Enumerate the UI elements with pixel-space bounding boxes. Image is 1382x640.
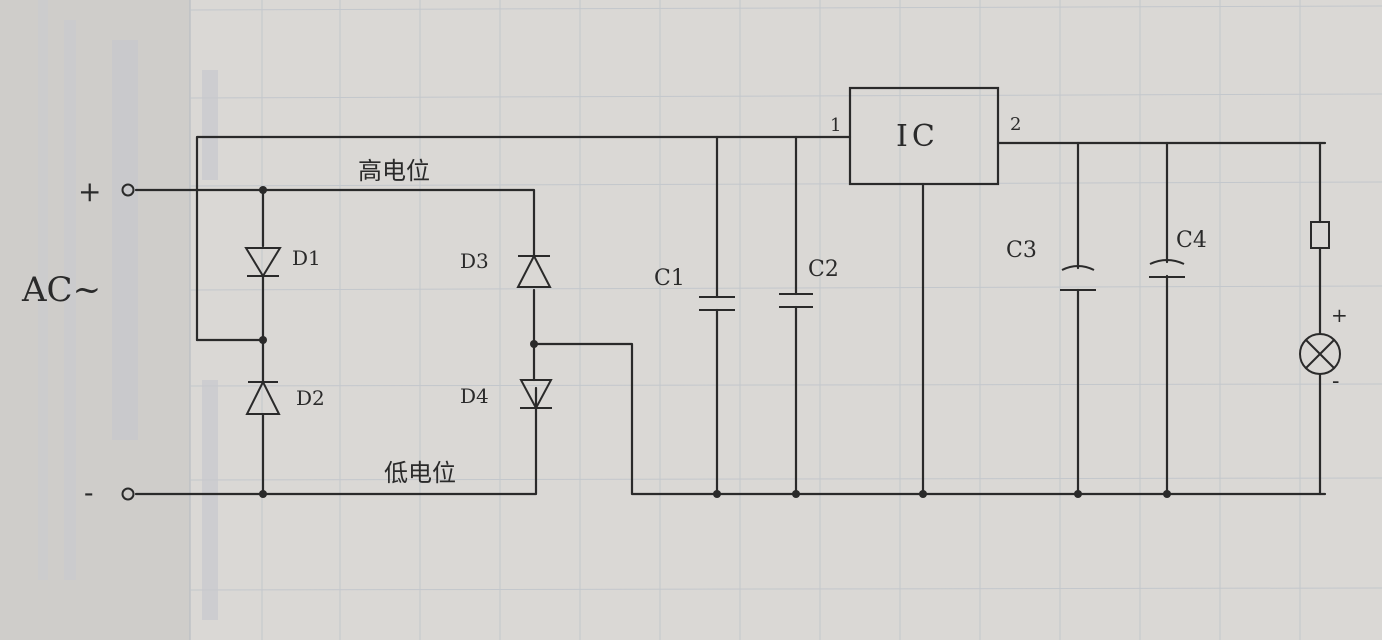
junction-dots: [259, 186, 1171, 498]
capacitor-c4: [1149, 259, 1185, 278]
lamp: [1299, 333, 1341, 375]
d1-label: D1: [292, 246, 321, 270]
ac-source-label: AC~: [21, 270, 101, 310]
capacitor-c3: [1060, 265, 1096, 291]
capacitor-c1: [699, 296, 735, 311]
wire-ground-bus: [532, 342, 1327, 496]
wire-high-to-ic-input: [195, 135, 852, 342]
c1-label: C1: [654, 266, 685, 291]
diode-d1: [244, 247, 282, 278]
ic-label: IC: [896, 119, 939, 154]
ic-pin2-label: 2: [1010, 114, 1021, 135]
lamp-minus-label: -: [1332, 369, 1339, 394]
plus-terminal-label: +: [78, 175, 101, 208]
high-potential-label: 高电位: [358, 157, 430, 185]
paper-left-page: [0, 0, 190, 640]
diode-d3: [516, 253, 552, 288]
d4-label: D4: [460, 384, 489, 408]
negative-terminal: [121, 487, 135, 501]
ic-box: [848, 86, 1000, 186]
wire-positive-terminal: [134, 188, 536, 258]
diode-d2: [245, 379, 281, 415]
bleed-through-text: [38, 0, 218, 620]
low-potential-label: 低电位: [384, 459, 456, 487]
ic-pin1-label: 1: [830, 115, 841, 136]
c3-label: C3: [1006, 238, 1037, 263]
capacitor-c2: [779, 293, 813, 308]
d2-label: D2: [296, 386, 325, 410]
minus-terminal-label: -: [84, 476, 93, 509]
wire-negative-terminal: [134, 386, 538, 496]
c2-label: C2: [808, 257, 839, 282]
positive-terminal: [121, 183, 135, 197]
lamp-plus-label: +: [1331, 303, 1348, 327]
resistor: [1310, 221, 1330, 249]
c4-label: C4: [1176, 228, 1207, 253]
notebook-grid: [189, 0, 1382, 640]
diode-d4: [519, 379, 553, 411]
d3-label: D3: [460, 249, 489, 273]
